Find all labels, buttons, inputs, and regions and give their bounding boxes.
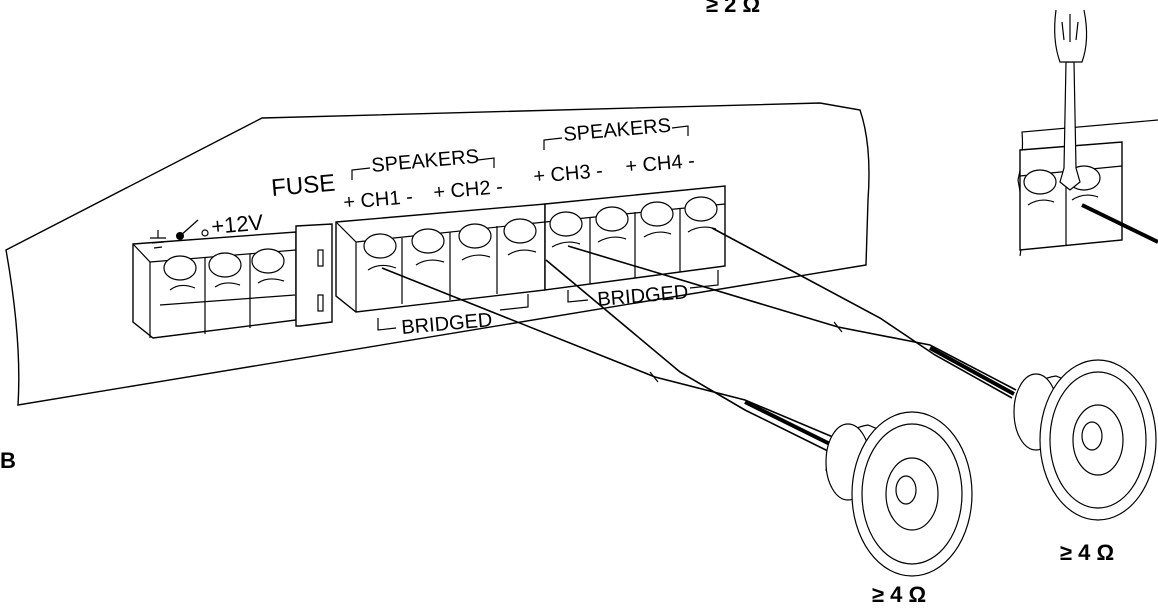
detail-inset: [1017, 119, 1158, 257]
power-label: +12V: [210, 210, 264, 239]
bridged-bracket-left: [377, 294, 529, 331]
speakers-bracket-left: [351, 157, 495, 180]
wire-pair-speaker-2: [567, 227, 1017, 399]
impedance-speaker-2-label: ≥ 4 Ω: [1060, 540, 1114, 565]
speaker-terminal-block-1: [335, 203, 546, 313]
impedance-speaker-1-label: ≥ 4 Ω: [872, 582, 926, 607]
remote-switch-icon: [176, 219, 209, 240]
speaker-icon: [1013, 359, 1157, 521]
power-terminal-block: [132, 231, 297, 339]
speaker-terminal-block-2: [544, 185, 726, 291]
speakers-bracket-right: [543, 125, 689, 150]
fuse-holder: [295, 223, 333, 327]
wire-pair-speaker-1: [381, 259, 841, 456]
side-letter: B: [0, 448, 16, 473]
bridged-bracket-right: [567, 270, 719, 303]
fuse-label: FUSE: [270, 170, 336, 202]
speaker-icon: [825, 411, 973, 577]
impedance-top-label: ≥ 2 Ω: [706, 0, 760, 17]
screwdriver-icon: [1054, 9, 1088, 191]
ground-icon: [150, 230, 166, 249]
